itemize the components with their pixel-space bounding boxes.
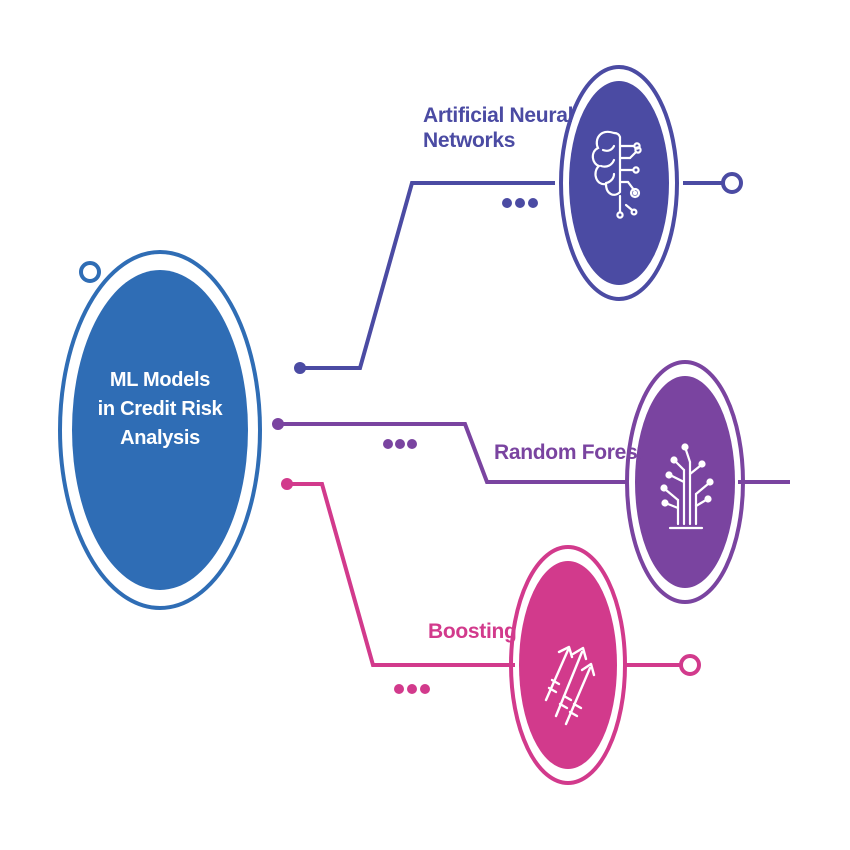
- connector-boost: [287, 482, 682, 667]
- node-boost-label: Boosting: [428, 620, 517, 643]
- boost-ellipsis-dots: [394, 684, 430, 694]
- connector-boost-end-handle: [679, 654, 701, 676]
- brain-circuit-icon: [591, 130, 642, 219]
- node-boost: [509, 545, 627, 785]
- tree-circuit-icon: [660, 443, 714, 530]
- center-title-line: ML Models: [109, 369, 211, 391]
- connector-rf: [278, 422, 790, 484]
- center-node-handle: [79, 261, 101, 283]
- node-rf: [625, 360, 745, 604]
- center-title-line: Analysis: [120, 427, 200, 449]
- connector-ann: [300, 181, 722, 370]
- connector-boost-start-dot: [281, 478, 293, 490]
- ann-ellipsis-dots: [502, 198, 538, 208]
- node-ann-label-line: Networks: [423, 129, 516, 152]
- node-rf-label: Random Forest: [494, 441, 645, 464]
- node-ann-label-line: Artificial Neural: [423, 104, 574, 127]
- connector-rf-start-dot: [272, 418, 284, 430]
- center-title-line: in Credit Risk: [97, 398, 223, 420]
- center-node: [58, 250, 262, 610]
- rf-ellipsis-dots: [383, 439, 417, 449]
- connector-ann-start-dot: [294, 362, 306, 374]
- center-node-title: ML Models in Credit Risk Analysis: [80, 366, 240, 453]
- rising-arrows-icon: [544, 645, 596, 726]
- node-ann-label: Artificial Neural Networks: [423, 103, 573, 153]
- connector-ann-end-handle: [721, 172, 743, 194]
- node-ann: [559, 65, 679, 301]
